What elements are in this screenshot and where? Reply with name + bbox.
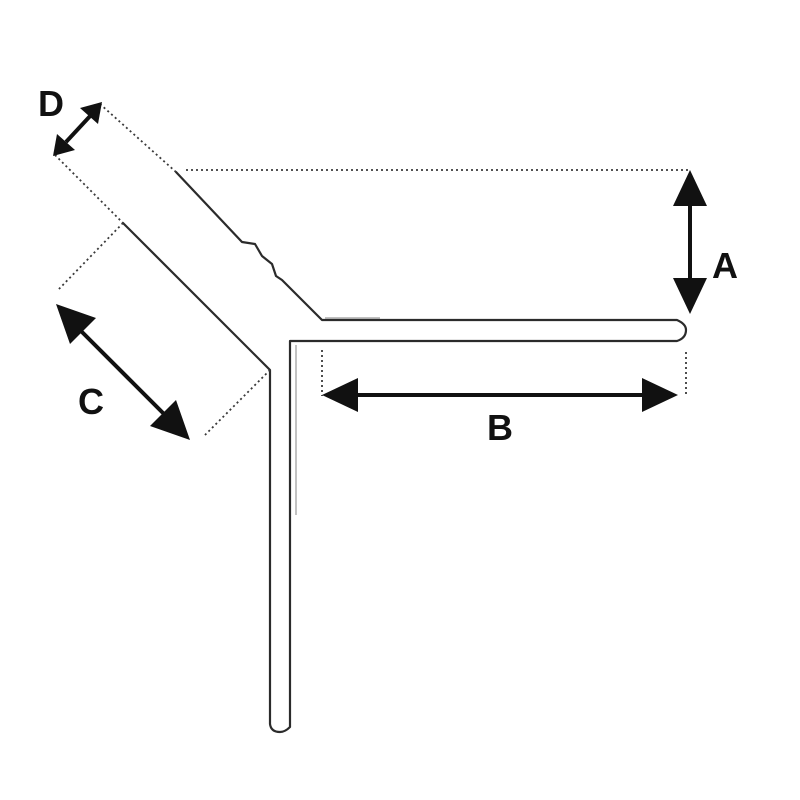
- arrow-d-head-bottom: [53, 134, 75, 156]
- dimension-d: D: [38, 83, 102, 156]
- label-c: C: [78, 381, 104, 422]
- guide-c-box: [57, 222, 271, 436]
- arrow-c-shaft: [76, 326, 170, 420]
- guide-d-box: [53, 102, 177, 224]
- label-b: B: [487, 407, 513, 448]
- arrow-c-head-top: [56, 304, 96, 344]
- label-d: D: [38, 83, 64, 124]
- arrow-c-head-bottom: [150, 400, 190, 440]
- dimension-b: B: [322, 378, 678, 448]
- label-a: A: [712, 245, 738, 286]
- guide-lines: [53, 102, 690, 436]
- arrow-d-shaft: [64, 112, 94, 144]
- profile-upper-edge: [121, 170, 688, 734]
- arrow-b-head-left: [322, 378, 358, 412]
- arrow-a-head-top: [673, 170, 707, 206]
- dimension-a: A: [673, 170, 738, 314]
- arrow-b-head-right: [642, 378, 678, 412]
- arrow-a-head-bottom: [673, 278, 707, 314]
- arrow-d-head-top: [80, 102, 102, 124]
- dimension-c: C: [56, 304, 190, 440]
- profile-outline: [121, 170, 688, 734]
